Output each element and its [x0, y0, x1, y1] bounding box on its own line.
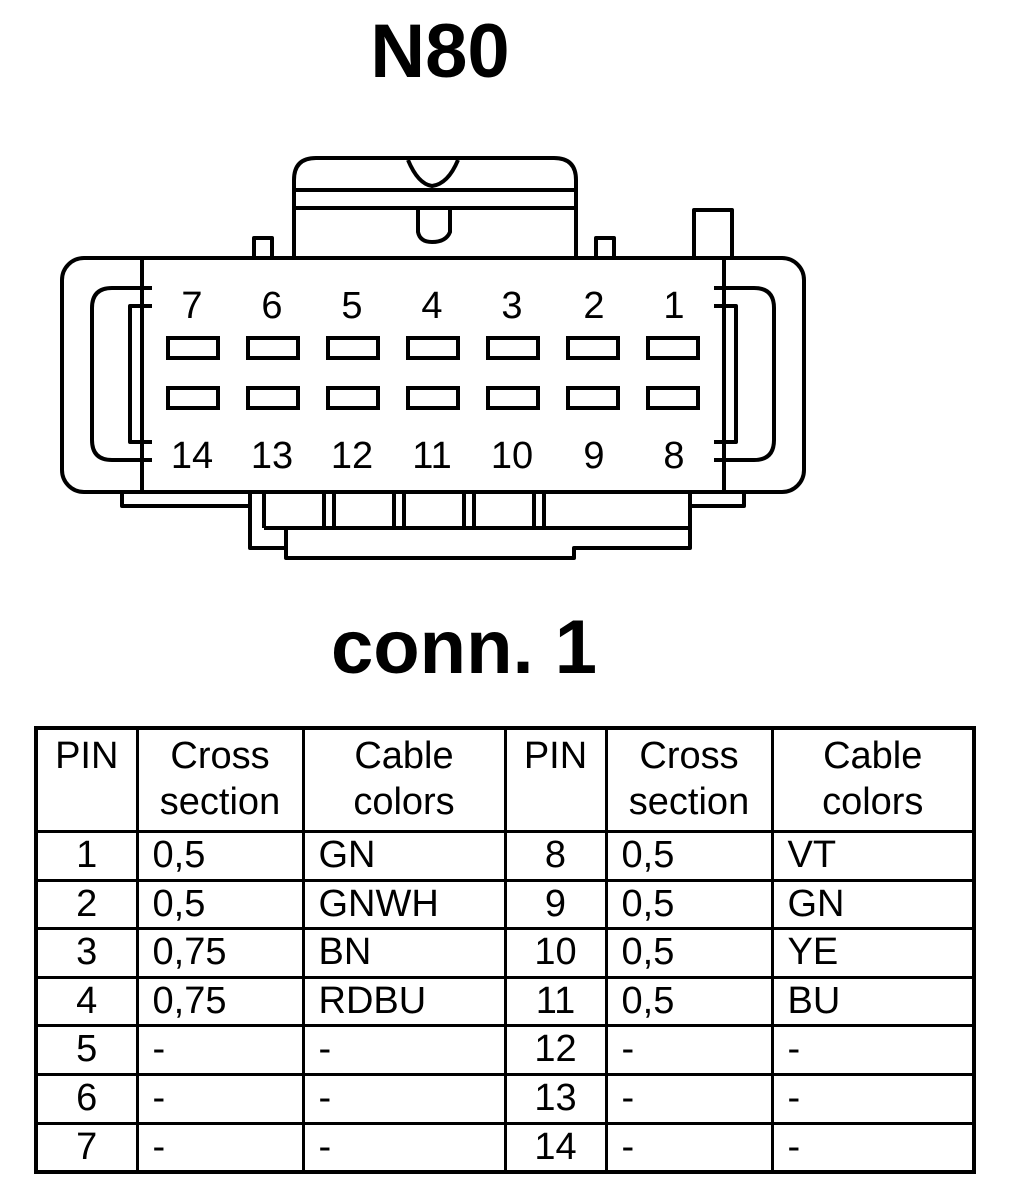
cable-color-cell: - — [770, 1121, 976, 1174]
cross-section-cell: 0,5 — [604, 878, 774, 931]
pin-label-2: 2 — [583, 285, 604, 327]
right-side-latch — [714, 286, 776, 462]
pin-cell: 11 — [503, 975, 608, 1028]
cross-section-cell: - — [604, 1072, 774, 1125]
pin-label-3: 3 — [501, 285, 522, 327]
pin-label-6: 6 — [261, 285, 282, 327]
pin-cell: 5 — [34, 1024, 139, 1076]
pin-slot-bottom — [166, 386, 220, 410]
pin-cell: 1 — [34, 830, 139, 882]
pin-cell: 2 — [34, 878, 139, 931]
cross-section-cell: 0,5 — [135, 878, 305, 931]
pin-label-1: 1 — [663, 285, 684, 327]
cross-section-cell: - — [135, 1024, 305, 1076]
cable-color-cell: - — [301, 1121, 507, 1174]
pin-cell: 10 — [503, 927, 608, 979]
header-pin: PIN — [503, 726, 608, 833]
pin-label-11: 11 — [412, 435, 451, 477]
pin-slot-bottom — [566, 386, 620, 410]
pin-cell: 12 — [503, 1024, 608, 1076]
pin-label-5: 5 — [341, 285, 362, 327]
pin-cell: 14 — [503, 1121, 608, 1174]
cable-color-cell: - — [301, 1072, 507, 1125]
cable-color-cell: - — [770, 1024, 976, 1076]
cross-section-cell: - — [604, 1121, 774, 1174]
table-row: 6--13-- — [34, 1072, 976, 1125]
pin-slot-bottom — [646, 386, 700, 410]
pin-slot-top — [646, 336, 700, 360]
pin-cell: 4 — [34, 975, 139, 1028]
table-row: 5--12-- — [34, 1024, 976, 1076]
cross-section-cell: 0,5 — [604, 927, 774, 979]
pin-cell: 3 — [34, 927, 139, 979]
right-nub — [594, 236, 616, 260]
cross-section-cell: 0,75 — [135, 975, 305, 1028]
connector-title: N80 — [370, 9, 510, 94]
cross-section-cell: 0,75 — [135, 927, 305, 979]
pin-slot-top — [566, 336, 620, 360]
pin-label-13: 13 — [251, 435, 293, 477]
cross-section-cell: 0,5 — [135, 830, 305, 882]
cable-color-cell: GN — [770, 878, 976, 931]
pin-slot-top — [406, 336, 460, 360]
connector-subtitle: conn. 1 — [330, 605, 598, 690]
pin-cell: 8 — [503, 830, 608, 882]
pin-label-9: 9 — [583, 435, 604, 477]
cable-color-cell: - — [770, 1072, 976, 1125]
cross-section-cell: 0,5 — [604, 830, 774, 882]
connector-drawing: 7 6 5 4 3 2 1 14 13 12 11 10 9 8 — [60, 156, 806, 560]
bottom-housing — [248, 490, 692, 560]
cross-section-cell: - — [135, 1121, 305, 1174]
cable-color-cell: GN — [301, 830, 507, 882]
pin-slot-top — [246, 336, 300, 360]
pin-slot-bottom — [246, 386, 300, 410]
cable-color-cell: GNWH — [301, 878, 507, 931]
pin-cell: 13 — [503, 1072, 608, 1125]
header-pin: PIN — [34, 726, 139, 833]
pin-label-12: 12 — [331, 435, 373, 477]
left-side-latch — [90, 286, 152, 462]
cable-color-cell: - — [301, 1024, 507, 1076]
cross-section-cell: - — [135, 1072, 305, 1125]
cross-section-cell: - — [604, 1024, 774, 1076]
pin-label-7: 7 — [181, 285, 202, 327]
right-post — [692, 208, 734, 260]
pin-label-14: 14 — [171, 435, 213, 477]
pin-slot-top — [326, 336, 380, 360]
pin-slot-bottom — [486, 386, 540, 410]
pin-cell: 7 — [34, 1121, 139, 1174]
cable-color-cell: YE — [770, 927, 976, 979]
pin-label-4: 4 — [421, 285, 442, 327]
pin-cell: 6 — [34, 1072, 139, 1125]
pin-slot-top — [166, 336, 220, 360]
table-row: 7--14-- — [34, 1121, 976, 1174]
pin-label-8: 8 — [663, 435, 684, 477]
cable-color-cell: BU — [770, 975, 976, 1028]
pin-slot-bottom — [406, 386, 460, 410]
connector-body — [60, 256, 806, 494]
left-nub — [252, 236, 274, 260]
cable-color-cell: RDBU — [301, 975, 507, 1028]
pin-label-10: 10 — [491, 435, 533, 477]
pin-slot-bottom — [326, 386, 380, 410]
top-latch — [292, 156, 578, 258]
cross-section-cell: 0,5 — [604, 975, 774, 1028]
cable-color-cell: BN — [301, 927, 507, 979]
pin-cell: 9 — [503, 878, 608, 931]
cable-color-cell: VT — [770, 830, 976, 882]
pin-slot-top — [486, 336, 540, 360]
